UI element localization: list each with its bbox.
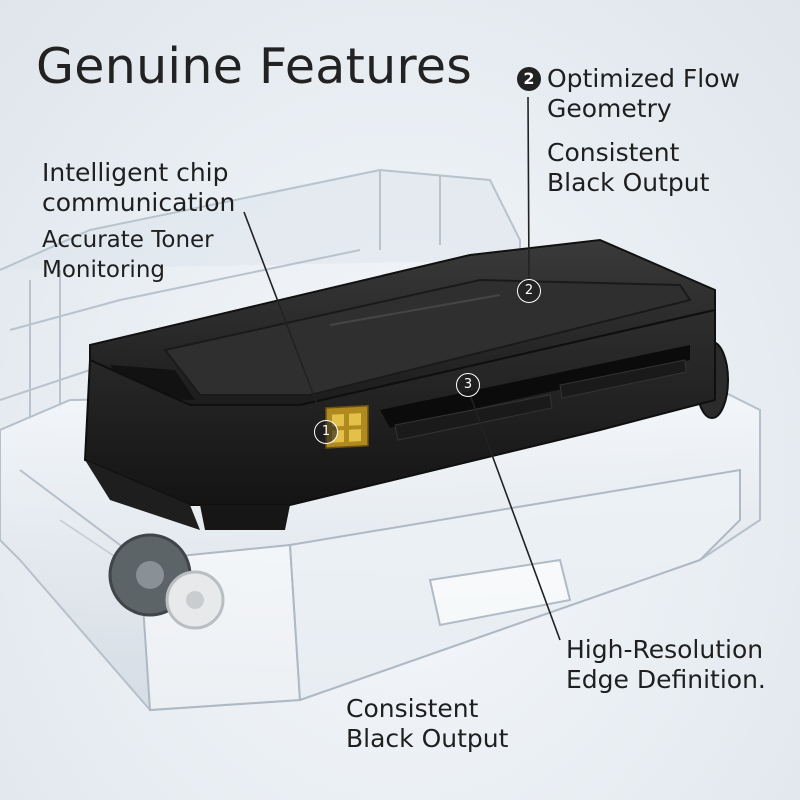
feature-high-resolution: High-Resolution Edge Definition. bbox=[566, 635, 766, 695]
page-title: Genuine Features bbox=[36, 38, 473, 95]
feature-flow-text1: Optimized Flow bbox=[547, 64, 740, 93]
feature-chip-line2: communication bbox=[42, 188, 236, 217]
feature-resolution-line1: High-Resolution bbox=[566, 635, 764, 664]
feature-output-top-line1: Consistent bbox=[547, 138, 680, 167]
number-badge: 2 bbox=[517, 67, 541, 91]
feature-output-bottom-line2: Black Output bbox=[346, 724, 509, 753]
feature-output-bottom-line1: Consistent bbox=[346, 694, 479, 723]
toner-cartridge bbox=[83, 238, 716, 530]
feature-monitoring-line1: Accurate Toner bbox=[42, 227, 214, 253]
feature-chip-line1: Intelligent chip bbox=[42, 158, 229, 187]
transparent-frame-back bbox=[0, 168, 521, 420]
feature-toner-monitoring: Accurate Toner Monitoring bbox=[42, 225, 214, 285]
feature-consistent-output-bottom: Consistent Black Output bbox=[346, 694, 508, 754]
feature-output-top-line2: Black Output bbox=[547, 168, 710, 197]
gear-left bbox=[108, 533, 225, 630]
marker-1: 1 bbox=[314, 420, 338, 444]
feature-consistent-output-top: Consistent Black Output bbox=[547, 138, 709, 198]
feature-flow-line2: Geometry bbox=[547, 94, 672, 123]
marker-3: 3 bbox=[456, 373, 480, 397]
marker-2: 2 bbox=[517, 279, 541, 303]
feature-chip-communication: Intelligent chip communication bbox=[42, 158, 235, 218]
leader-lines bbox=[243, 96, 561, 641]
feature-monitoring-line2: Monitoring bbox=[42, 257, 165, 283]
feature-resolution-line2: Edge Definition. bbox=[566, 665, 766, 694]
